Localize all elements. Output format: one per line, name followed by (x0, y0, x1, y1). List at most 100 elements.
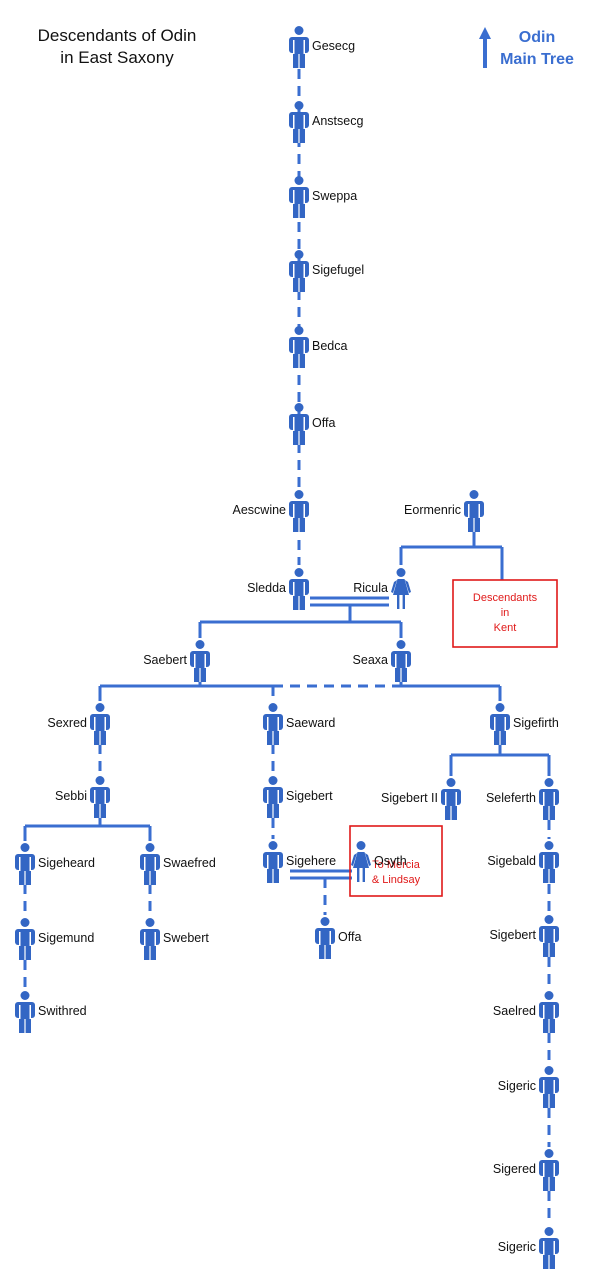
person-saelred[interactable]: Saelred (493, 991, 559, 1033)
person-name-seaxa: Seaxa (353, 653, 388, 667)
person-name-swithred: Swithred (38, 1004, 87, 1018)
male-person-icon (140, 843, 160, 885)
male-person-icon (263, 841, 283, 883)
person-name-saeward: Saeward (286, 716, 335, 730)
male-person-icon (289, 568, 309, 610)
person-name-ricula: Ricula (353, 581, 388, 595)
person-swaefred[interactable]: Swaefred (140, 843, 216, 885)
male-person-icon (289, 250, 309, 292)
person-name-eormenric: Eormenric (404, 503, 461, 517)
person-name-swebert: Swebert (163, 931, 209, 945)
box-kent-text-1: Descendants (473, 592, 538, 604)
person-offa2[interactable]: Offa (315, 917, 361, 959)
person-name-bedca: Bedca (312, 339, 347, 353)
person-name-sigefugel: Sigefugel (312, 263, 364, 277)
person-sigeric2[interactable]: Sigeric (498, 1227, 559, 1269)
box-mercia-text-2: & Lindsay (372, 874, 421, 886)
person-sweppa[interactable]: Sweppa (289, 176, 357, 218)
male-person-icon (441, 778, 461, 820)
person-saeward[interactable]: Saeward (263, 703, 335, 745)
male-person-icon (539, 915, 559, 957)
person-name-aescwine: Aescwine (233, 503, 287, 517)
box-mercia: To Mercia & Lindsay (349, 825, 443, 897)
person-sigefirth[interactable]: Sigefirth (490, 703, 559, 745)
box-mercia-text-1: To Mercia (372, 859, 421, 871)
person-anstsecg[interactable]: Anstsecg (289, 101, 363, 143)
male-person-icon (90, 776, 110, 818)
male-person-icon (539, 991, 559, 1033)
person-ricula[interactable]: Ricula (353, 568, 411, 609)
person-name-sweppa: Sweppa (312, 189, 357, 203)
person-sledda[interactable]: Sledda (247, 568, 309, 610)
box-kent-text-3: Kent (494, 622, 517, 634)
male-person-icon (289, 26, 309, 68)
person-sigebald[interactable]: Sigebald (487, 841, 559, 883)
male-person-icon (289, 326, 309, 368)
male-person-icon (539, 1066, 559, 1108)
nav-label-line2: Main Tree (500, 51, 574, 68)
person-name-saebert: Saebert (143, 653, 187, 667)
person-name-gesecg: Gesecg (312, 39, 355, 53)
person-name-sebbi: Sebbi (55, 789, 87, 803)
person-aescwine[interactable]: Aescwine (233, 490, 310, 532)
nav-label-line1: Odin (519, 29, 555, 46)
person-swithred[interactable]: Swithred (15, 991, 87, 1033)
diagram-title-line1: Descendants of Odin (38, 26, 197, 45)
person-sexred[interactable]: Sexred (47, 703, 110, 745)
male-person-icon (490, 703, 510, 745)
person-sigefugel[interactable]: Sigefugel (289, 250, 364, 292)
male-person-icon (140, 918, 160, 960)
person-name-sigebert1: Sigebert (286, 789, 333, 803)
box-kent-text-2: in (501, 607, 510, 619)
person-swebert[interactable]: Swebert (140, 918, 209, 960)
person-sigehere[interactable]: Sigehere (263, 841, 336, 883)
person-name-offa1: Offa (312, 416, 335, 430)
person-name-saelred: Saelred (493, 1004, 536, 1018)
male-person-icon (90, 703, 110, 745)
person-saebert[interactable]: Saebert (143, 640, 210, 682)
person-sigered[interactable]: Sigered (493, 1149, 559, 1191)
connector-lines (23, 69, 551, 1225)
person-bedca[interactable]: Bedca (289, 326, 347, 368)
person-name-sigehere: Sigehere (286, 854, 336, 868)
person-sigebert1[interactable]: Sigebert (263, 776, 333, 818)
person-sigemund[interactable]: Sigemund (15, 918, 94, 960)
male-person-icon (539, 778, 559, 820)
person-seaxa[interactable]: Seaxa (353, 640, 411, 682)
person-sigeheard[interactable]: Sigeheard (15, 843, 95, 885)
male-person-icon (539, 1149, 559, 1191)
male-person-icon (391, 640, 411, 682)
person-name-sigebert2: Sigebert II (381, 791, 438, 805)
male-person-icon (539, 841, 559, 883)
male-person-icon (263, 703, 283, 745)
person-eormenric[interactable]: Eormenric (404, 490, 484, 532)
male-person-icon (315, 917, 335, 959)
person-offa1[interactable]: Offa (289, 403, 335, 445)
male-person-icon (289, 490, 309, 532)
person-name-sexred: Sexred (47, 716, 87, 730)
male-person-icon (539, 1227, 559, 1269)
male-person-icon (289, 101, 309, 143)
person-sigebert2[interactable]: Sigebert II (381, 778, 461, 820)
person-name-sledda: Sledda (247, 581, 286, 595)
person-seleferth[interactable]: Seleferth (486, 778, 559, 820)
person-name-sigeric1: Sigeric (498, 1079, 536, 1093)
person-name-sigebald: Sigebald (487, 854, 536, 868)
person-sigeric1[interactable]: Sigeric (498, 1066, 559, 1108)
odin-main-tree-link[interactable]: Odin Main Tree (479, 27, 574, 68)
person-name-osyth: Osyth (374, 854, 407, 868)
male-person-icon (289, 403, 309, 445)
male-person-icon (263, 776, 283, 818)
female-person-icon (351, 841, 371, 882)
person-sebbi[interactable]: Sebbi (55, 776, 110, 818)
person-osyth[interactable]: Osyth (351, 841, 407, 882)
person-sigebert3[interactable]: Sigebert (489, 915, 559, 957)
male-person-icon (15, 991, 35, 1033)
person-name-sigered: Sigered (493, 1162, 536, 1176)
male-person-icon (15, 918, 35, 960)
person-name-sigeheard: Sigeheard (38, 856, 95, 870)
person-gesecg[interactable]: Gesecg (289, 26, 355, 68)
person-name-sigeric2: Sigeric (498, 1240, 536, 1254)
